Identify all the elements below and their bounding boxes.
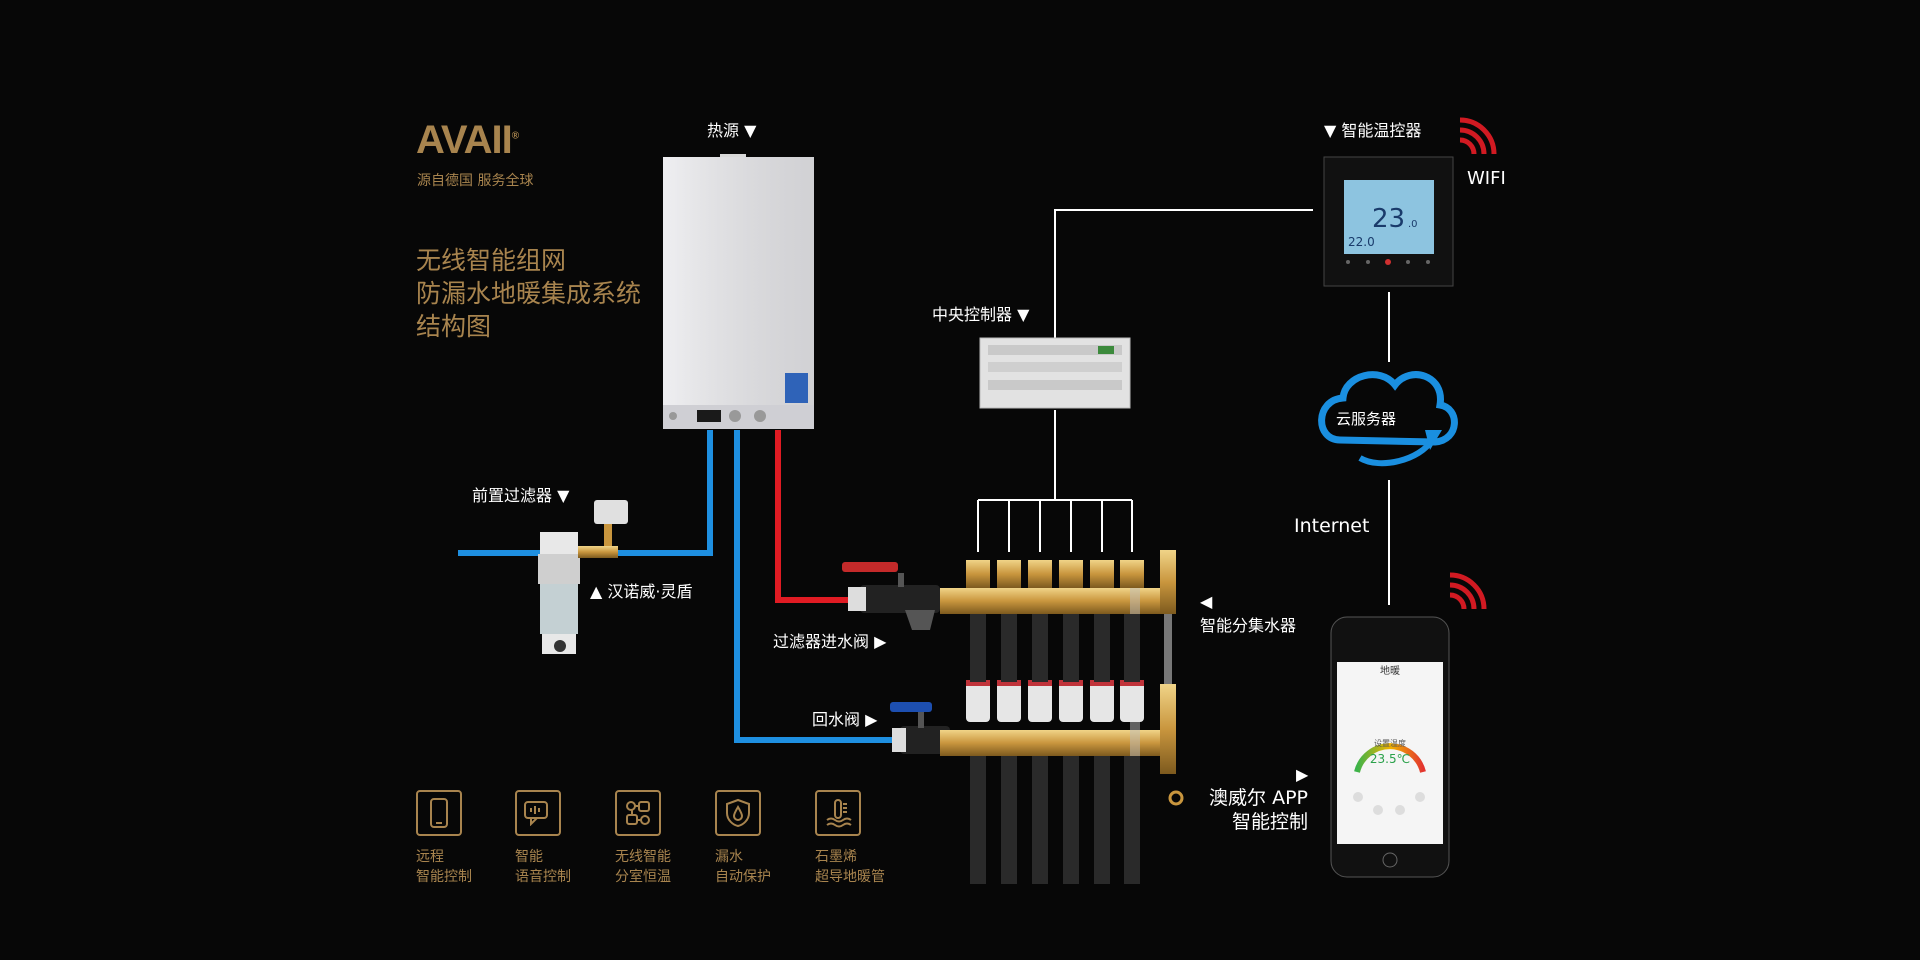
label-filter-inlet-valve: 过滤器进水阀 ▶: [773, 632, 887, 651]
label-heat-source: 热源 ▼: [707, 121, 757, 140]
cloud-icon: [1318, 371, 1458, 467]
svg-text:23: 23: [1372, 204, 1405, 234]
label-app: 澳威尔 APP 智能控制: [1209, 786, 1308, 834]
phone-gauge-label: 设置温度: [1374, 739, 1406, 748]
phone-icon: [416, 790, 462, 836]
feature-2-line-1: 智能: [515, 849, 543, 865]
brand-logo: AVAII®: [416, 118, 519, 163]
label-cloud-server: 云服务器: [1336, 410, 1397, 428]
manifold-image: [842, 550, 1184, 884]
app-arrow: ▶: [1296, 765, 1309, 784]
label-thermostat: ▼ 智能温控器: [1324, 121, 1422, 140]
label-manifold: ◀ 智能分集水器: [1200, 592, 1297, 635]
label-wifi: WIFI: [1467, 168, 1506, 189]
feature-3-line-1: 无线智能: [615, 849, 671, 865]
label-filter-brand: ▲ 汉诺威·灵盾: [590, 582, 693, 601]
phone-gauge-value: 23.5℃: [1369, 752, 1411, 766]
central-controller-image: [979, 337, 1131, 409]
feature-5-line-1: 石墨烯: [815, 849, 857, 865]
feature-remote-control: 远程智能控制: [416, 790, 506, 887]
phone-wifi-signal-icon: [1449, 572, 1487, 610]
pre-filter-image: [538, 500, 628, 654]
svg-text:22.0: 22.0: [1348, 235, 1375, 249]
feature-zone-control: 无线智能分室恒温: [615, 790, 705, 887]
boiler-image: [663, 154, 814, 429]
smartphone-image: [1330, 616, 1450, 878]
label-pre-filter: 前置过滤器 ▼: [472, 486, 570, 505]
app-line-2: 智能控制: [1231, 811, 1308, 833]
feature-2-line-2: 语音控制: [515, 869, 571, 885]
feature-1-line-1: 远程: [416, 849, 444, 865]
feature-leak-protection: 漏水自动保护: [715, 790, 805, 887]
feature-graphene-pipe: 石墨烯超导地暖管: [815, 790, 905, 887]
title-line-1: 无线智能组网: [416, 246, 567, 275]
svg-text:.0: .0: [1408, 219, 1418, 230]
label-return-valve: 回水阀 ▶: [812, 710, 878, 729]
feature-5-line-2: 超导地暖管: [815, 869, 885, 885]
feature-4-line-2: 自动保护: [715, 869, 771, 885]
voice-icon: [515, 790, 561, 836]
registered-mark: ®: [511, 130, 519, 142]
hot-water-pipe: [775, 430, 870, 603]
feature-1-line-2: 智能控制: [416, 869, 472, 885]
feature-voice-control: 智能语音控制: [515, 790, 605, 887]
phone-screen-header: 地暖: [1380, 666, 1400, 677]
network-icon: [615, 790, 661, 836]
thermometer-icon: [815, 790, 861, 836]
brand-logo-text: AVAII: [416, 118, 513, 162]
label-internet: Internet: [1294, 515, 1370, 537]
thermostat-image: 23 .0 22.0: [1323, 156, 1454, 287]
title-line-2: 防漏水地暖集成系统: [416, 279, 642, 308]
feature-3-line-2: 分室恒温: [615, 869, 671, 885]
water-drop-shield-icon: [715, 790, 761, 836]
diagram-title: 无线智能组网 防漏水地暖集成系统 结构图: [416, 244, 641, 343]
feature-4-line-1: 漏水: [715, 849, 743, 865]
brand-tagline: 源自德国 服务全球: [417, 173, 534, 189]
label-central-controller: 中央控制器 ▼: [932, 305, 1030, 324]
title-line-3: 结构图: [416, 312, 492, 341]
wifi-signal-icon: [1459, 117, 1497, 155]
control-wires: [977, 209, 1390, 605]
app-line-1: 澳威尔 APP: [1209, 787, 1308, 809]
